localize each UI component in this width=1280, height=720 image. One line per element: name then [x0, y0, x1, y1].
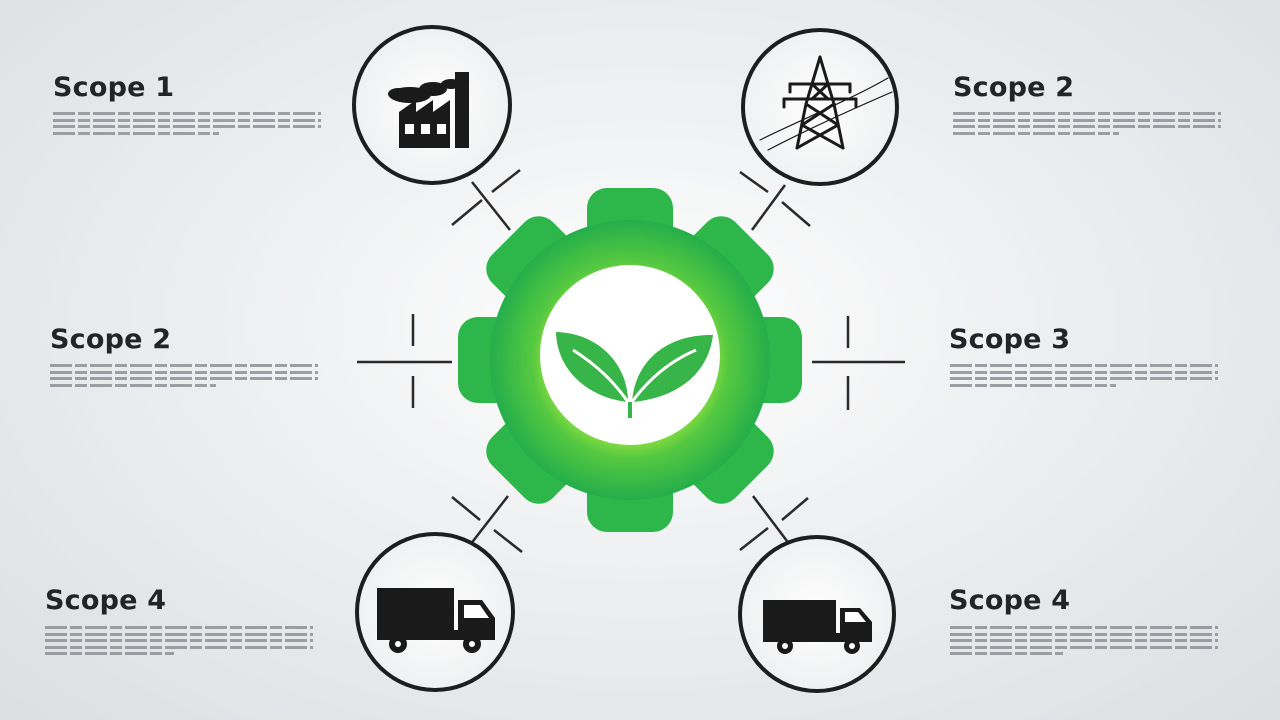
connector-top-left: [451, 169, 521, 231]
truck-icon: [377, 588, 495, 653]
scope-label: Scope 4: [45, 585, 167, 616]
connector-right: [812, 316, 905, 410]
connector-bottom-left: [451, 495, 523, 553]
placeholder-text-block: [50, 364, 318, 390]
gear-icon: [458, 188, 802, 532]
icon-circle-top-right: [741, 28, 899, 186]
connector-top-right: [739, 170, 811, 231]
power-tower-icon: [759, 55, 893, 151]
scope-label: Scope 3: [949, 324, 1071, 355]
placeholder-text-block: [950, 626, 1218, 659]
leaves-icon: [556, 332, 713, 418]
placeholder-text-block: [950, 364, 1218, 390]
placeholder-text-block: [53, 112, 321, 138]
placeholder-text-block: [45, 626, 313, 659]
scope-label: Scope 2: [50, 324, 172, 355]
scope-label: Scope 1: [53, 72, 175, 103]
scope-label: Scope 4: [949, 585, 1071, 616]
connector-left: [357, 314, 452, 408]
factory-icon: [388, 72, 469, 148]
connector-bottom-right: [739, 495, 809, 551]
placeholder-text-block: [953, 112, 1221, 138]
scope-label: Scope 2: [953, 72, 1075, 103]
truck-icon: [763, 600, 872, 654]
